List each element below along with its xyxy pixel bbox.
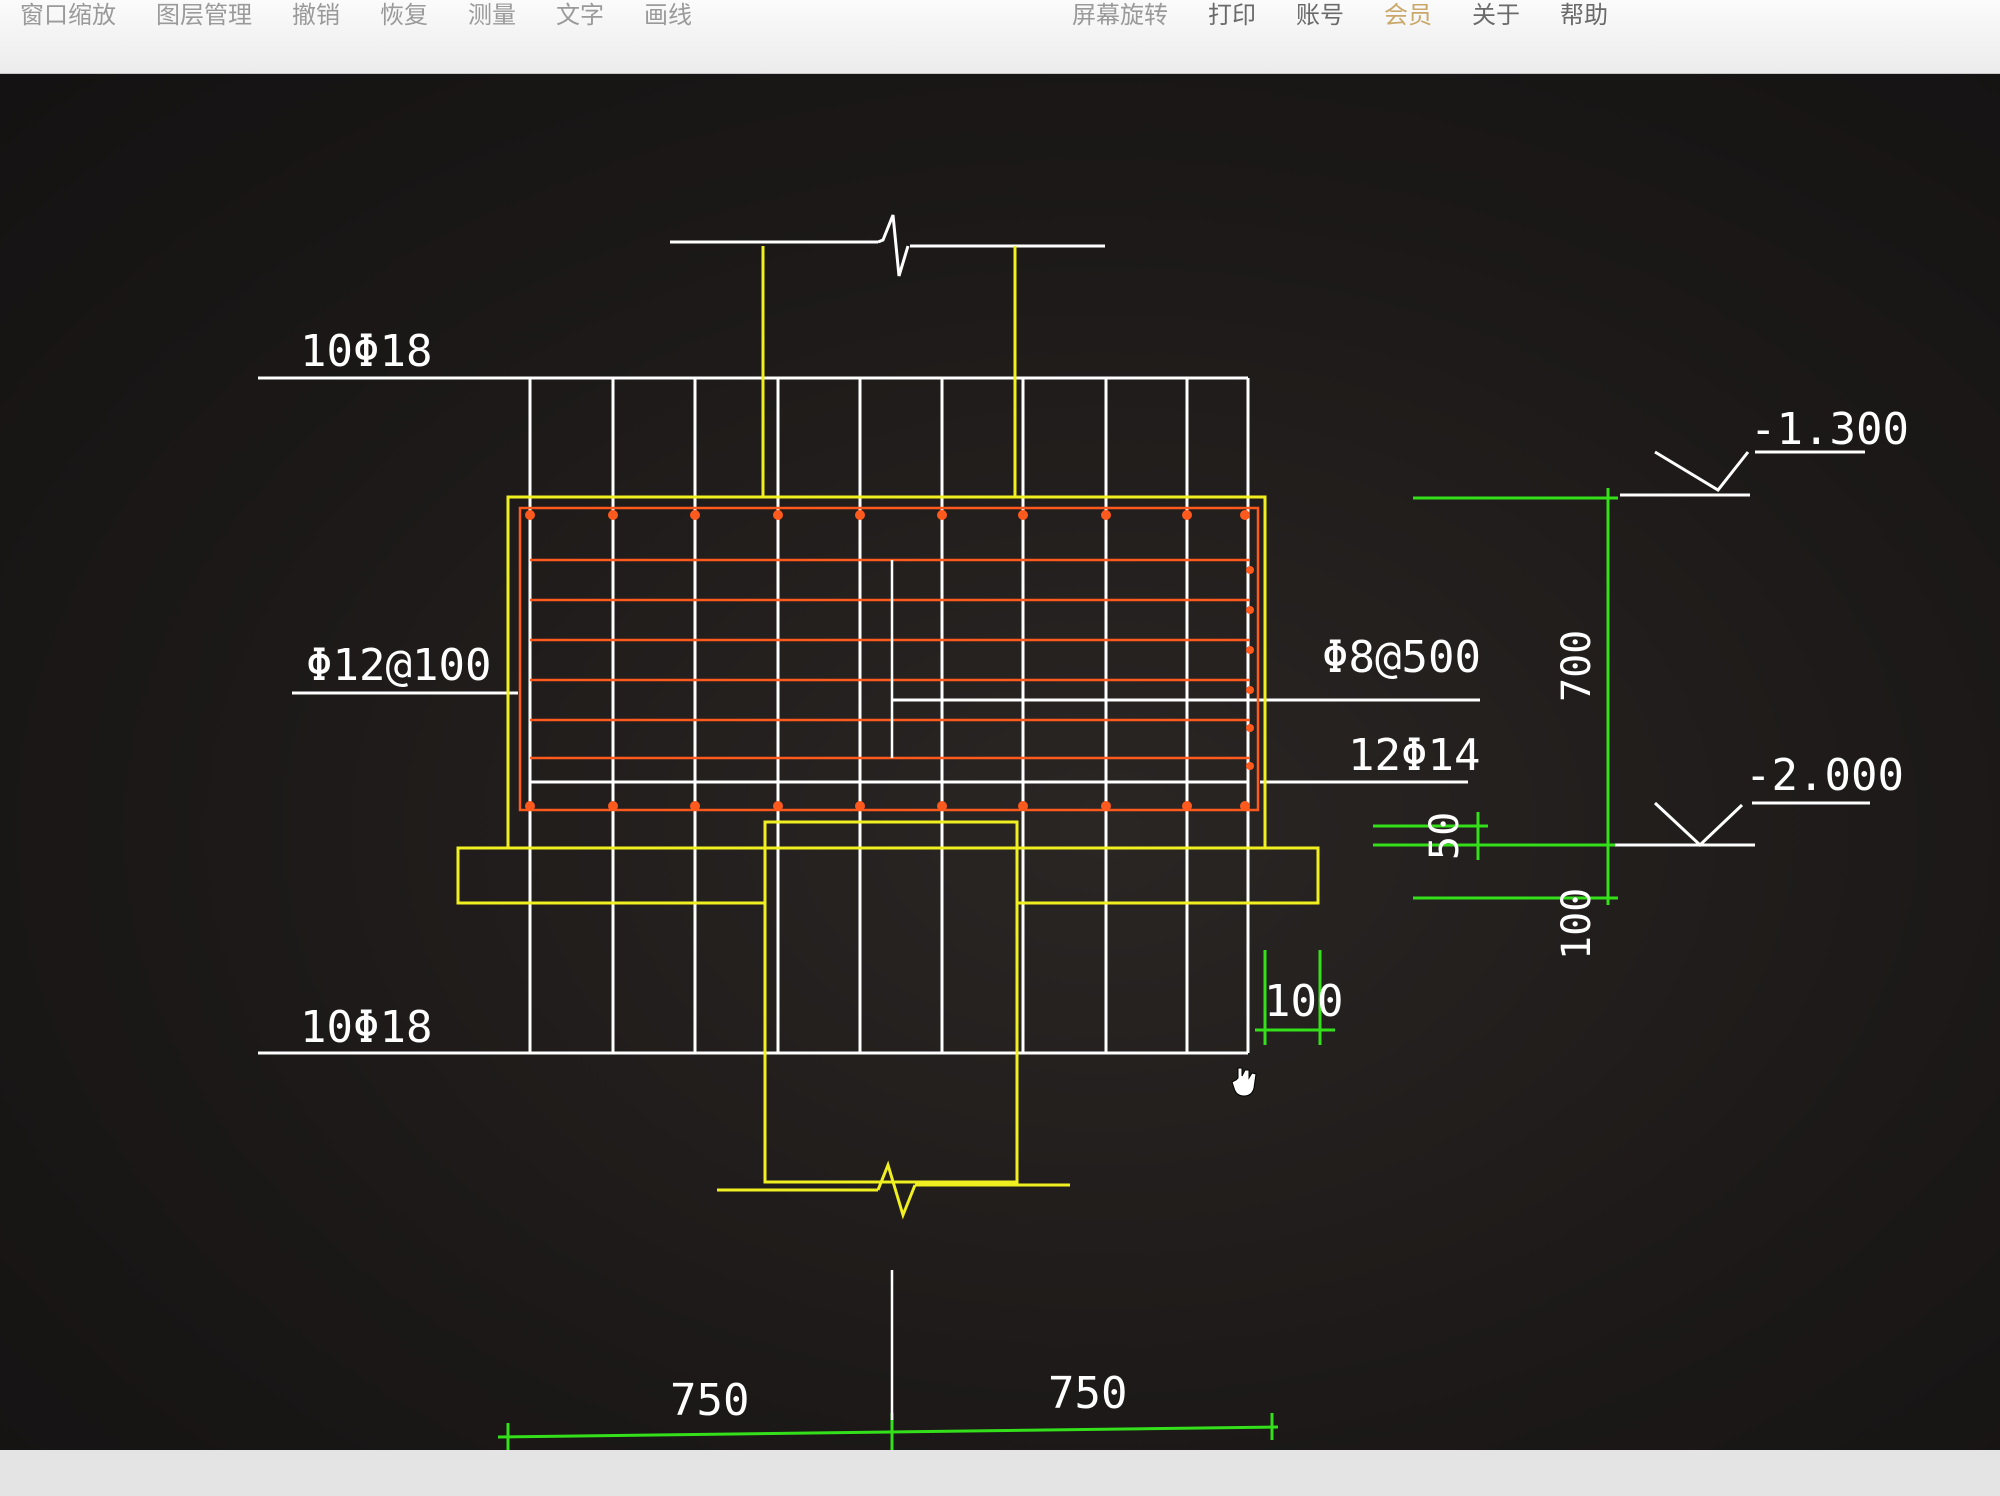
dim-100-small-label: 100 <box>1554 888 1600 960</box>
toolbar-help[interactable]: 帮助 <box>1560 1 1608 29</box>
dimension-lines <box>497 488 1618 1450</box>
drawing-labels: 10Φ18 10Φ18 Φ12@100 Φ8@500 12Φ14 -1.300 … <box>300 326 1909 1426</box>
rebar-lines <box>258 214 1480 1055</box>
dim-left-label: 750 <box>670 1375 749 1426</box>
stirrup-cage <box>518 506 1260 812</box>
bottom-rebar-label: 10Φ18 <box>300 1002 432 1053</box>
dim-height-label: 700 <box>1554 630 1600 702</box>
app-toolbar: 窗口缩放 图层管理 撤销 恢复 测量 文字 画线 屏幕旋转 打印 账号 会员 关… <box>0 0 2000 74</box>
top-rebar-label: 10Φ18 <box>300 326 432 377</box>
toolbar-about[interactable]: 关于 <box>1472 1 1520 29</box>
hand-cursor-icon <box>1231 1067 1257 1097</box>
cad-drawing-svg: 10Φ18 10Φ18 Φ12@100 Φ8@500 12Φ14 -1.300 … <box>258 214 1909 1450</box>
toolbar-undo[interactable]: 撤销 <box>292 1 340 29</box>
elevation-top-label: -1.300 <box>1750 404 1909 455</box>
dim-50-label: 50 <box>1422 812 1468 860</box>
toolbar-print[interactable]: 打印 <box>1208 1 1256 29</box>
bottom-status-strip <box>0 1450 2000 1496</box>
rotated-dim-labels: 700 50 100 <box>1422 630 1600 960</box>
toolbar-redo[interactable]: 恢复 <box>380 1 428 29</box>
toolbar-text[interactable]: 文字 <box>556 1 604 29</box>
toolbar-draw-line[interactable]: 画线 <box>644 1 692 29</box>
toolbar-window-zoom[interactable]: 窗口缩放 <box>20 1 116 29</box>
toolbar-member[interactable]: 会员 <box>1384 1 1432 29</box>
dim-right-label: 750 <box>1048 1368 1127 1419</box>
dim-100-right-label: 100 <box>1264 976 1343 1027</box>
tie-label: Φ8@500 <box>1322 632 1481 683</box>
toolbar-layer-manager[interactable]: 图层管理 <box>156 1 252 29</box>
toolbar-account[interactable]: 账号 <box>1296 1 1344 29</box>
concrete-outline <box>456 246 1320 1220</box>
cad-drawing-canvas[interactable]: 10Φ18 10Φ18 Φ12@100 Φ8@500 12Φ14 -1.300 … <box>0 74 2000 1450</box>
elevation-bottom-label: -2.000 <box>1745 750 1904 801</box>
toolbar-screen-rotate[interactable]: 屏幕旋转 <box>1072 1 1168 29</box>
rebar-dots <box>525 510 1254 811</box>
stirrup-label: Φ12@100 <box>306 640 491 691</box>
elevation-markers <box>1610 450 1870 848</box>
toolbar-measure[interactable]: 测量 <box>468 1 516 29</box>
side-rebar-label: 12Φ14 <box>1348 730 1480 781</box>
